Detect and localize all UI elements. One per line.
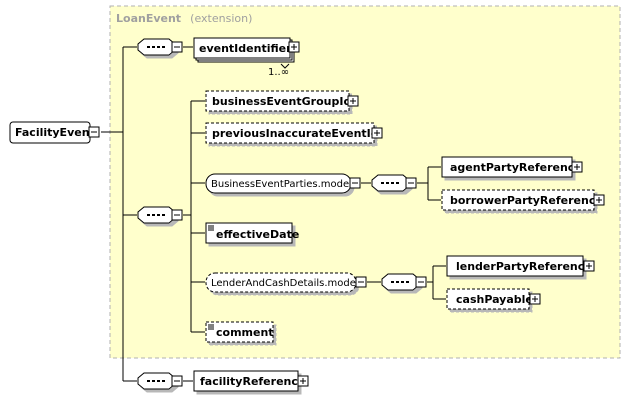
simple-type-icon [208, 324, 214, 330]
sequence-compositor-top[interactable] [137, 38, 183, 56]
sequence-compositor-lender[interactable] [381, 273, 427, 291]
element-business-event-group-id[interactable]: businessEventGroupId [205, 90, 359, 112]
group-label: LenderAndCashDetails.model [211, 278, 359, 289]
element-cash-payable[interactable]: cashPayable [446, 288, 541, 310]
element-comment[interactable]: comment [205, 321, 274, 343]
svg-text:LoanEvent (extension): LoanEvent (extension) [116, 7, 252, 26]
extension-base-label: LoanEvent [116, 12, 181, 25]
group-label: BusinessEventParties.model [211, 179, 352, 190]
element-label: comment [216, 326, 274, 339]
loan-event-extension: LoanEvent (extension) [109, 5, 621, 359]
extension-kind-label: (extension) [190, 12, 252, 25]
element-label: facilityReference [200, 375, 305, 388]
element-label: cashPayable [456, 293, 533, 306]
root-element-facility-event[interactable]: FacilityEvent [9, 121, 100, 144]
element-label: previousInaccurateEventId [212, 127, 379, 140]
group-business-event-parties[interactable]: BusinessEventParties.model [205, 173, 361, 194]
element-lender-party-reference[interactable]: lenderPartyReference [446, 255, 595, 277]
occurrence-label: 1..∞ [268, 67, 289, 78]
element-label: lenderPartyReference [456, 260, 592, 273]
element-previous-inaccurate-event-id[interactable]: previousInaccurateEventId [205, 122, 383, 144]
sequence-compositor-parties[interactable] [371, 174, 417, 192]
sequence-compositor-bottom[interactable] [137, 372, 183, 390]
element-label: borrowerPartyReference [450, 194, 603, 207]
element-agent-party-reference[interactable]: agentPartyReference [441, 156, 583, 178]
element-label: eventIdentifier [199, 42, 292, 55]
simple-type-icon [208, 225, 214, 231]
element-label: businessEventGroupId [212, 95, 351, 108]
element-borrower-party-reference[interactable]: borrowerPartyReference [441, 189, 605, 211]
connector-lines [101, 46, 446, 382]
element-facility-reference[interactable]: facilityReference [193, 370, 309, 392]
element-effective-date[interactable]: effectiveDate [205, 222, 299, 244]
group-lender-and-cash-details[interactable]: LenderAndCashDetails.model [205, 272, 367, 293]
element-label: agentPartyReference [450, 161, 582, 174]
root-element-label: FacilityEvent [15, 126, 95, 139]
element-label: effectiveDate [216, 228, 299, 241]
sequence-compositor-middle[interactable] [137, 206, 183, 224]
element-event-identifier[interactable]: eventIdentifier 1..∞ [193, 37, 300, 78]
